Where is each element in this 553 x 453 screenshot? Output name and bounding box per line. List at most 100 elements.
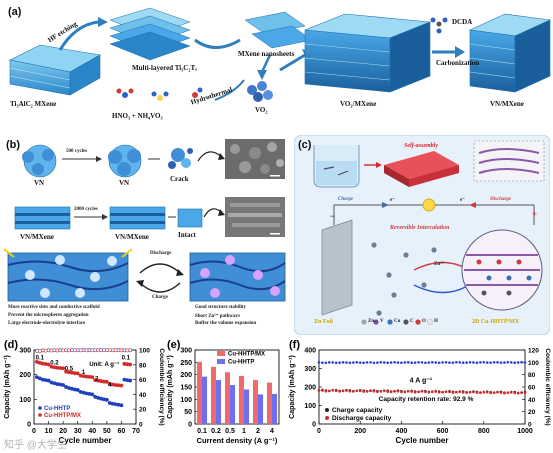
data-point-coulombic-efficiency [496,361,499,364]
data-point-discharge-capacity [431,390,434,393]
data-point-coulombic-efficiency [441,361,444,364]
data-point-coulombic-efficiency [437,361,441,365]
data-point-coulombic-efficiency [461,361,465,365]
data-point-discharge-capacity [317,389,321,392]
zn-ions [371,242,437,316]
vo2-mxene-stack [304,13,431,93]
data-point-discharge-capacity [441,391,444,394]
bar-cu-hhtp-mx [266,382,272,424]
data-point-discharge-capacity [496,390,499,394]
data-point-discharge-capacity [400,390,403,394]
data-point-coulombic-efficiency [434,361,438,364]
x-tick-label: 200 [354,428,366,435]
data-point-coulombic-efficiency [321,361,324,365]
data-point-coulombic-efficiency [455,361,458,364]
data-point-coulombic-efficiency [451,361,455,364]
data-point-cu-hhtp [90,392,95,397]
legend-o: O [422,319,426,324]
y-tick-label: 300 [304,366,316,373]
data-point-discharge-capacity [468,390,472,394]
data-point-discharge-capacity [523,391,527,394]
data-point-coulombic-efficiency [403,361,407,364]
data-point-coulombic-efficiency [465,361,468,364]
data-point-coulombic-efficiency [424,361,427,365]
data-point-discharge-capacity [485,390,489,394]
y-tick-label: 150 [180,385,192,392]
y-axis-label: Capacity (mAh g⁻¹) [4,355,11,419]
data-point-coulombic-efficiency [520,360,523,364]
data-point-coulombic-efficiency [386,361,389,365]
data-point-discharge-capacity [386,390,389,393]
data-point-ce-cu-hhtp-mx [90,348,95,353]
legend-marker [38,413,42,417]
label-multilayer: Multi-layered Ti₃C₂Tₓ [132,64,198,72]
mechanism-right [189,252,286,302]
data-point-discharge-capacity [355,389,359,393]
label-minus: − [330,211,336,221]
label-reversible: Reversible Intercalation [390,225,450,231]
hf-arrow [58,20,99,51]
data-point-discharge-capacity [424,390,427,394]
y2-tick-label: 0 [139,422,143,429]
data-point-discharge-capacity [382,389,386,393]
rate-label: 2 [95,376,99,382]
data-point-coulombic-efficiency [355,361,359,364]
label-zn-ion: Zn²⁺ [434,262,445,267]
y2-axis-label: Coulombic efficiency (%) [158,348,165,425]
nanosheets [244,11,313,49]
label-vn-2: VN [119,179,130,187]
note-left-3: Large electrode-electrolyte interface [8,321,86,326]
data-point-coulombic-efficiency [334,361,338,365]
sem-image-vnmx [225,197,285,237]
y-tick-label: 50 [184,409,192,416]
bar-cu-hhtp-mx [196,361,202,424]
data-point-coulombic-efficiency [427,361,431,364]
data-point-discharge-capacity [427,391,431,394]
rate-label: 0.5 [65,366,74,372]
y-tick-label: 200 [304,385,316,392]
data-point-coulombic-efficiency [410,361,413,364]
data-point-discharge-capacity [506,391,510,394]
y2-tick-label: 60 [139,377,147,384]
y2-tick-label: 80 [139,362,147,369]
data-point-coulombic-efficiency [393,360,396,364]
y-axis-label: Capacity (mAh g⁻¹) [289,355,296,419]
data-point-discharge-capacity [410,390,413,393]
data-point-coulombic-efficiency [479,361,482,364]
retention-label: Capacity retention rate: 92.9 % [379,396,474,403]
data-point-coulombic-efficiency [444,360,448,364]
data-point-discharge-capacity [345,389,348,392]
data-point-coulombic-efficiency [341,361,345,364]
bar-cu-hhtp-mx [224,372,230,424]
data-point-discharge-capacity [516,391,520,395]
data-point-ce-cu-hhtp-mx [113,348,118,353]
data-point-coulombic-efficiency [352,361,355,364]
bar-cu-hhtp [244,389,250,424]
sem-image-vn [225,139,285,179]
vn-mxene-stack [468,13,552,93]
data-point-discharge-capacity [334,389,338,393]
x-tick-label: 60 [118,428,126,435]
data-point-discharge-capacity [396,389,400,393]
bar-cu-hhtp [216,380,222,424]
legend-entry: Charge capacity [332,407,383,414]
legend-zn: Zn [368,319,375,324]
data-point-discharge-capacity [513,391,516,395]
panel-a-label: (a) [8,6,22,18]
note-left-1: More reactive sites and conductive scaff… [8,305,100,310]
label-discharge-c: Discharge [490,197,512,202]
data-point-discharge-capacity [406,389,410,393]
data-point-ce-cu-hhtp-mx [55,348,60,353]
current-label: 4 A g⁻¹ [410,377,433,384]
data-point-discharge-capacity [475,391,479,394]
x-tick-label: 20 [59,428,67,435]
ti3alc2-block [9,44,101,96]
panel-b-label: (b) [6,139,21,151]
data-point-cu-hhtp [128,378,133,383]
vnmx-row [14,206,225,230]
panel-c-label: (c) [298,139,312,151]
zn-foil-plate [321,219,353,316]
data-point-discharge-capacity [509,391,513,394]
data-point-ce-cu-hhtp-mx [61,348,66,353]
